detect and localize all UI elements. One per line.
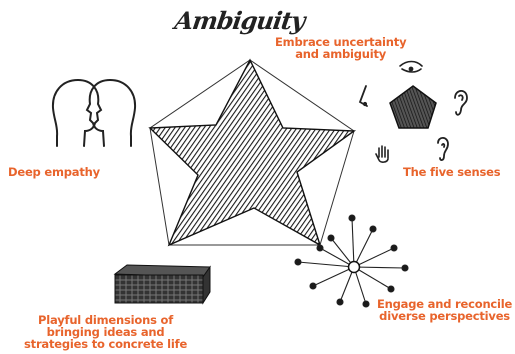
hand-icon [376,146,388,162]
label-embrace: Embrace uncertainty and ambiguity [275,36,406,60]
label-embrace-line2: and ambiguity [275,48,406,60]
nose-icon [360,86,367,106]
ear-icon [455,91,467,115]
brick-block-icon [115,265,210,303]
central-star [150,60,354,245]
label-engage: Engage and reconcile diverse perspective… [377,298,512,322]
two-faces-icon [53,80,135,146]
label-playful-line3: strategies to concrete life [24,338,187,350]
tongue-icon [438,138,448,160]
label-engage-line2: diverse perspectives [377,310,512,322]
label-empathy: Deep empathy [8,166,100,178]
page-title: Ambiguity [173,6,306,35]
eye-icon [400,62,422,73]
pentagon-senses-icon [390,86,436,128]
label-senses: The five senses [403,166,500,178]
label-playful: Playful dimensions of bringing ideas and… [24,314,187,350]
